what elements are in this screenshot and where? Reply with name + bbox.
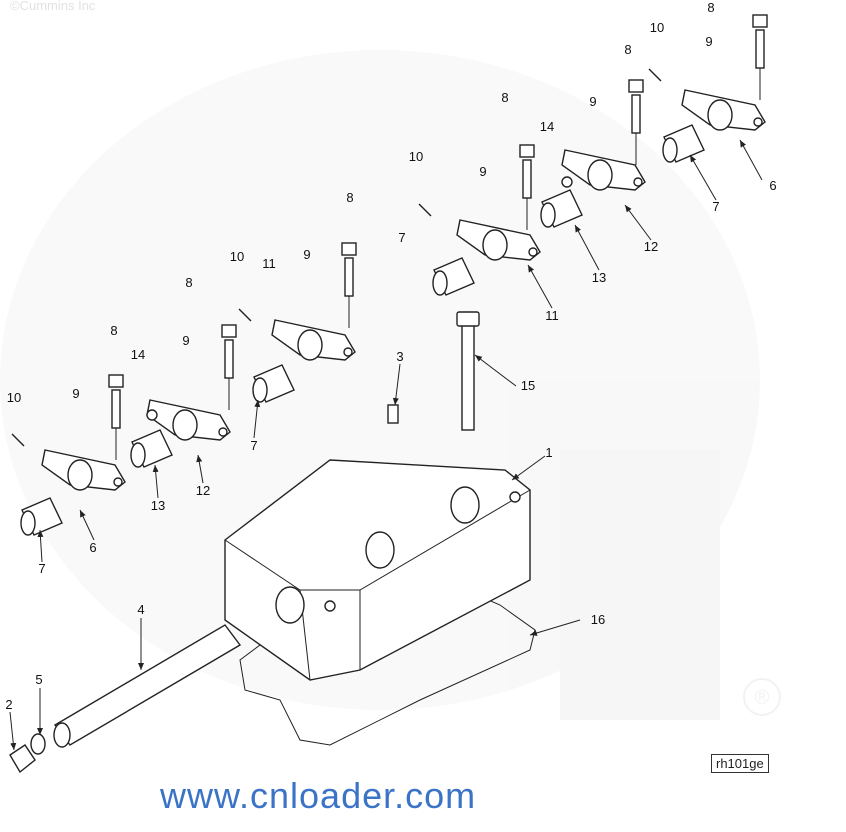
plug [9,744,36,774]
rocker-bore [482,229,508,261]
callout-9: 9 [303,247,310,262]
callout-7: 7 [38,561,45,576]
adjusting-screw [344,257,354,297]
bolt [461,319,475,431]
adjusting-nut [221,324,237,338]
callout-6: 6 [769,178,776,193]
callout-12: 12 [644,239,658,254]
rocker-bore [587,159,613,191]
small-screw [11,433,25,447]
callout-8: 8 [707,0,714,15]
ball [561,176,573,188]
callout-14: 14 [540,119,554,134]
callout-3: 3 [396,349,403,364]
copyright-text: ©Cummins Inc [10,0,96,13]
rocker-screw-hole [218,427,228,437]
adjusting-screw [631,94,641,134]
plug-screw [387,404,399,424]
callout-8: 8 [501,90,508,105]
rocker-bore [67,459,93,491]
rocker-screw-hole [633,177,643,187]
small-screw [418,203,432,217]
callout-7: 7 [398,230,405,245]
callout-11: 11 [262,256,276,271]
callout-8: 8 [110,323,117,338]
callout-11: 11 [545,308,559,323]
bushing-end [20,510,36,536]
callout-9: 9 [705,34,712,49]
callout-7: 7 [712,199,719,214]
ball [146,409,158,421]
adjusting-nut [519,144,535,158]
bushing-end [130,442,146,468]
callout-13: 13 [151,498,165,513]
callout-16: 16 [591,612,605,627]
o-ring [30,733,46,755]
callout-12: 12 [196,483,210,498]
bushing-end [540,202,556,228]
callout-7: 7 [250,438,257,453]
adjusting-screw [111,389,121,429]
callout-8: 8 [346,190,353,205]
rocker-assemblies [11,14,768,536]
adjusting-nut [628,79,644,93]
callout-2: 2 [5,697,12,712]
adjusting-screw [522,159,532,199]
adjusting-nut [752,14,768,28]
adjusting-nut [108,374,124,388]
rocker-screw-hole [528,247,538,257]
rocker-bore [707,99,733,131]
rocker-shaft [9,624,242,774]
rocker-screw-hole [113,477,123,487]
bushing-end [662,137,678,163]
callout-13: 13 [592,270,606,285]
rocker-screw-hole [343,347,353,357]
rocker-screw-hole [753,117,763,127]
rocker-bore [297,329,323,361]
registered-mark: ® [755,687,770,709]
callout-10: 10 [409,149,423,164]
callout-14: 14 [131,347,145,362]
small-screw [238,308,252,322]
adjusting-screw [755,29,765,69]
callout-1: 1 [545,445,552,460]
callout-9: 9 [182,333,189,348]
callout-8: 8 [624,42,631,57]
small-screw [648,68,662,82]
bolt-head [456,311,480,327]
cylinder-head [224,459,531,681]
callout-15: 15 [521,378,535,393]
adjusting-screw [224,339,234,379]
callout-10: 10 [7,390,21,405]
reference-code: rh101ge [711,754,769,773]
site-watermark: www.cnloader.com [160,775,477,816]
callout-5: 5 [35,672,42,687]
callout-10: 10 [650,20,664,35]
bushing-end [252,377,268,403]
bushing-end [432,270,448,296]
callout-9: 9 [589,94,596,109]
callout-4: 4 [137,602,144,617]
callout-9: 9 [72,386,79,401]
rocker-bore [172,409,198,441]
adjusting-nut [341,242,357,256]
leader-lines [9,139,763,751]
callout-8: 8 [185,275,192,290]
callout-10: 10 [230,249,244,264]
callout-9: 9 [479,164,486,179]
callout-6: 6 [89,540,96,555]
